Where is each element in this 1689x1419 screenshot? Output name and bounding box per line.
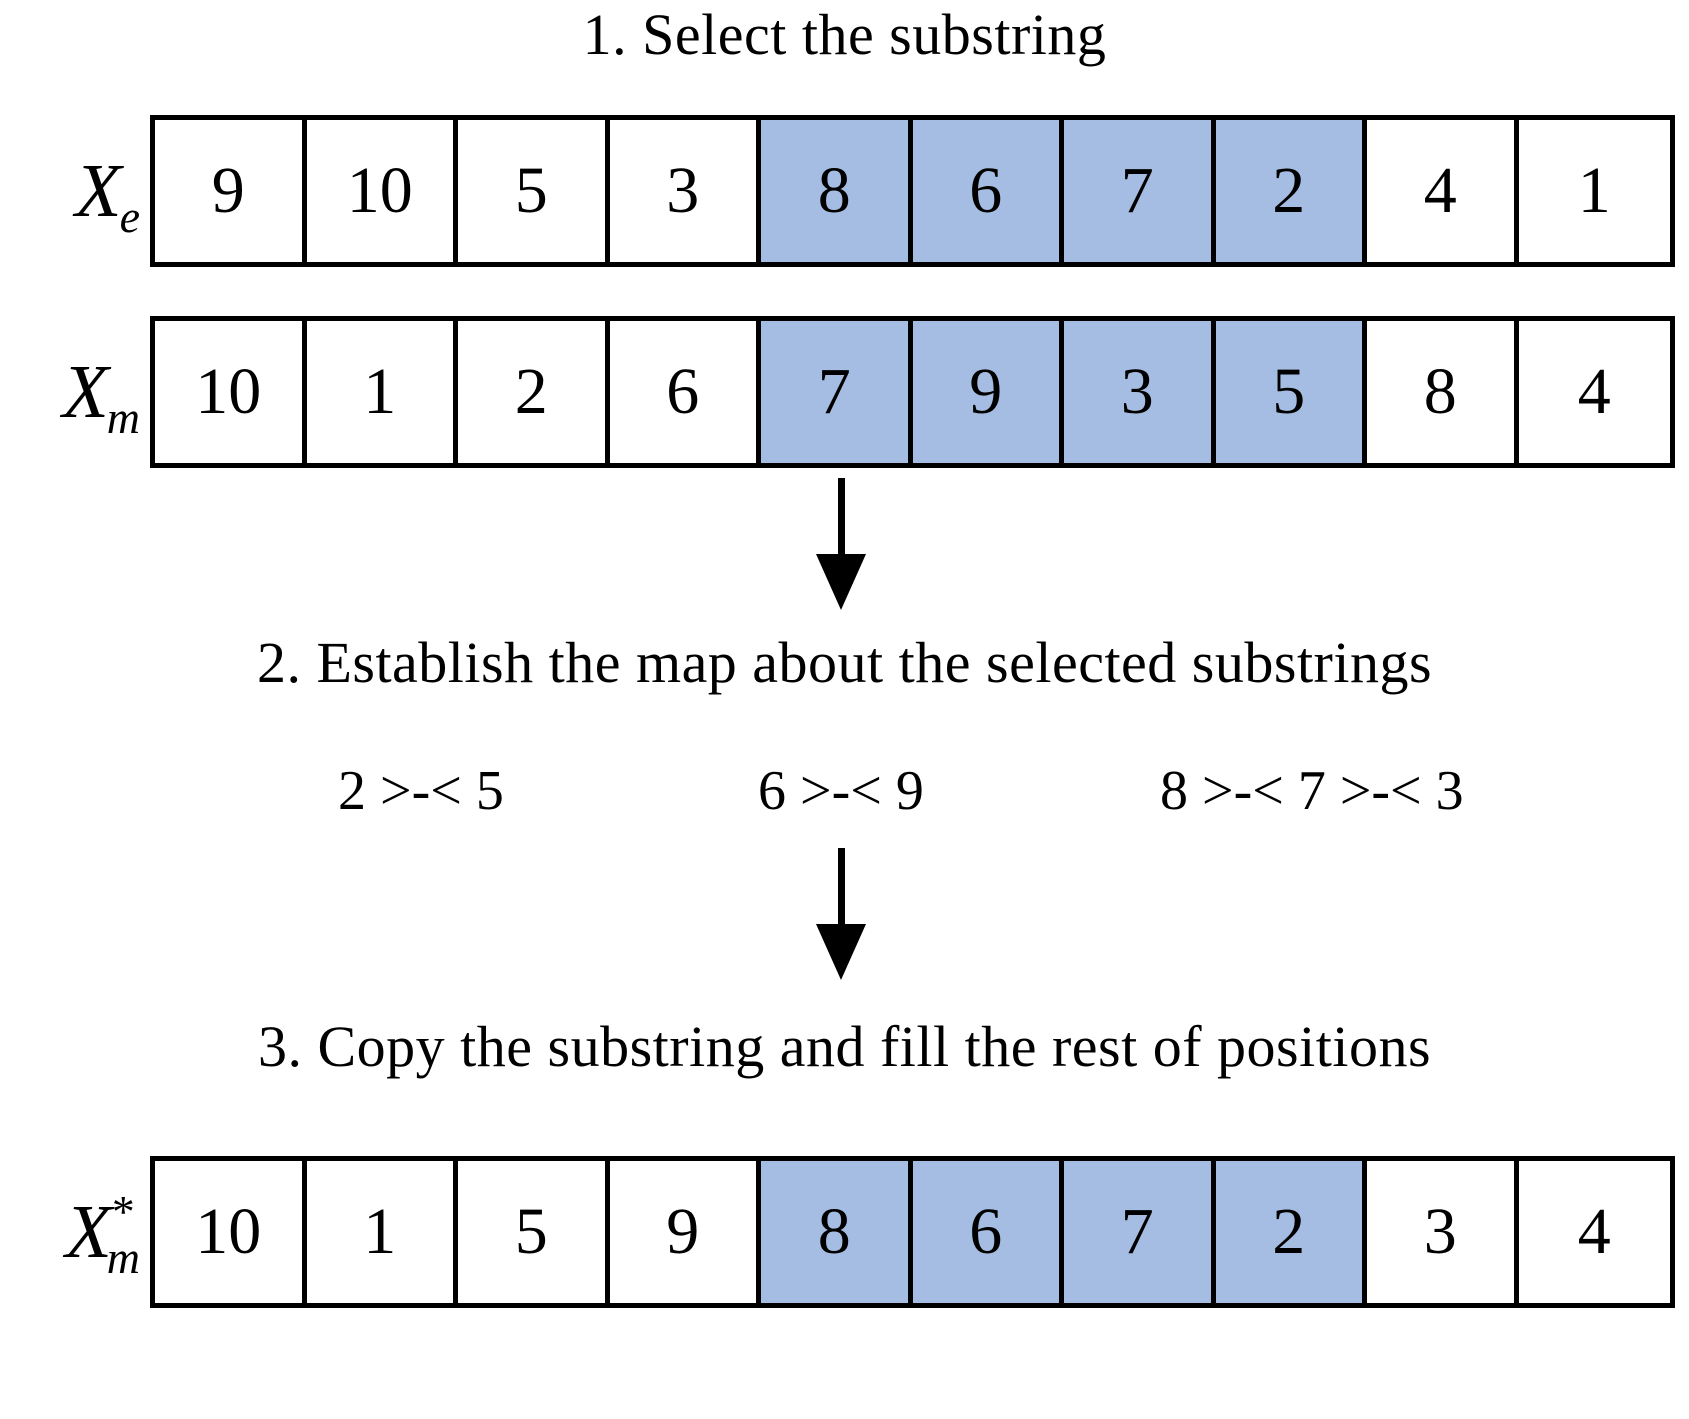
math-variable-xe: Xe: [75, 153, 142, 240]
mapping-list: 2 >-< 5 6 >-< 9 8 >-< 7 >-< 3: [0, 756, 1689, 832]
row-label-xm-star: X*m: [18, 1156, 146, 1308]
cell[interactable]: 4: [1518, 321, 1670, 463]
cell[interactable]: 3: [1367, 1161, 1519, 1303]
cell-selected[interactable]: 2: [1215, 1161, 1367, 1303]
arrow-shaft: [838, 478, 845, 556]
cell[interactable]: 10: [306, 120, 458, 262]
cell-selected[interactable]: 7: [1064, 1161, 1216, 1303]
cell-selected[interactable]: 9: [912, 321, 1064, 463]
cell[interactable]: 4: [1367, 120, 1519, 262]
cell[interactable]: 4: [1518, 1161, 1670, 1303]
cell[interactable]: 1: [306, 1161, 458, 1303]
cell[interactable]: 5: [458, 1161, 610, 1303]
cell[interactable]: 10: [155, 1161, 307, 1303]
cell-selected[interactable]: 7: [1064, 120, 1216, 262]
cell-selected[interactable]: 6: [912, 1161, 1064, 1303]
sequence-row-xm-star: X*m 10 1 5 9 8 6 7 2 3 4: [0, 1156, 1689, 1308]
cell[interactable]: 2: [458, 321, 610, 463]
arrow-shaft: [838, 848, 845, 926]
cell-selected[interactable]: 7: [761, 321, 913, 463]
cell[interactable]: 1: [1518, 120, 1670, 262]
step-1-heading: 1. Select the substring: [582, 2, 1107, 67]
row-label-xe: Xe: [18, 115, 146, 267]
cell-selected[interactable]: 3: [1064, 321, 1216, 463]
variable-base: X: [75, 149, 122, 233]
mapping-item: 8 >-< 7 >-< 3: [1160, 760, 1464, 822]
cell[interactable]: 9: [609, 1161, 761, 1303]
cell[interactable]: 9: [155, 120, 307, 262]
mapping-item: 6 >-< 9: [758, 760, 924, 822]
arrow-head: [816, 554, 866, 610]
mapping-item: 2 >-< 5: [338, 760, 504, 822]
arrow-head: [816, 924, 866, 980]
variable-subscript: e: [119, 191, 140, 242]
cell[interactable]: 3: [609, 120, 761, 262]
math-variable-xm: Xm: [62, 354, 142, 441]
variable-base: X: [65, 1190, 112, 1274]
cell[interactable]: 6: [609, 321, 761, 463]
variable-subscript: m: [106, 392, 140, 443]
cell-strip-xm-star: 10 1 5 9 8 6 7 2 3 4: [150, 1156, 1675, 1308]
sequence-row-xm: Xm 10 1 2 6 7 9 3 5 8 4: [0, 316, 1689, 468]
variable-base: X: [62, 350, 109, 434]
cell-strip-xe: 9 10 5 3 8 6 7 2 4 1: [150, 115, 1675, 267]
cell[interactable]: 5: [458, 120, 610, 262]
math-variable-xm-star: X*m: [65, 1189, 142, 1281]
row-label-xm: Xm: [18, 316, 146, 468]
step-3-heading: 3. Copy the substring and fill the rest …: [257, 1014, 1432, 1079]
cell-selected[interactable]: 8: [761, 120, 913, 262]
cell-strip-xm: 10 1 2 6 7 9 3 5 8 4: [150, 316, 1675, 468]
cell-selected[interactable]: 2: [1215, 120, 1367, 262]
cell-selected[interactable]: 6: [912, 120, 1064, 262]
cell-selected[interactable]: 8: [761, 1161, 913, 1303]
cell-selected[interactable]: 5: [1215, 321, 1367, 463]
variable-subscript: m: [106, 1232, 140, 1283]
cell[interactable]: 1: [306, 321, 458, 463]
step-2-heading: 2. Establish the map about the selected …: [256, 630, 1433, 695]
cell[interactable]: 10: [155, 321, 307, 463]
variable-superscript: *: [111, 1186, 135, 1237]
sequence-row-xe: Xe 9 10 5 3 8 6 7 2 4 1: [0, 115, 1689, 267]
cell[interactable]: 8: [1367, 321, 1519, 463]
